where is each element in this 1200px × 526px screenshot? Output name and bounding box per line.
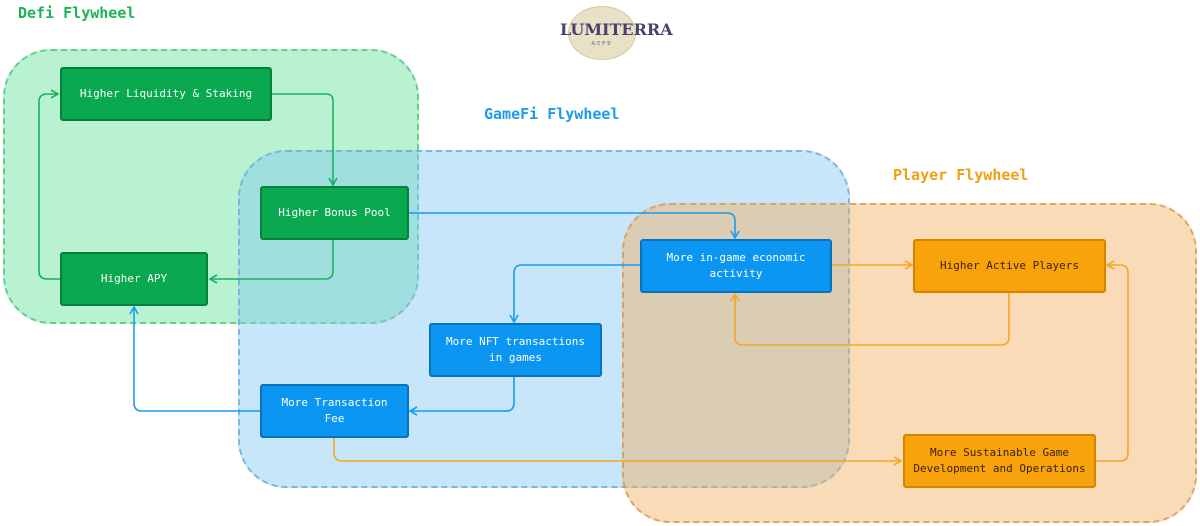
- gamefi-flywheel-title: GameFi Flywheel: [484, 105, 620, 123]
- edge-bonus-pool-to-apy: [208, 240, 334, 284]
- node-more-nft-transactions: More NFT transactions in games: [429, 323, 602, 377]
- edge-apy-to-liquidity: [38, 89, 60, 280]
- node-more-transaction-fee: More Transaction Fee: [260, 384, 409, 438]
- node-higher-liquidity-staking: Higher Liquidity & Staking: [60, 67, 272, 121]
- edge-economic-activity-to-nft: [509, 264, 640, 324]
- node-more-sustainable-game-development: More Sustainable Game Development and Op…: [903, 434, 1096, 488]
- edge-sustainable-dev-to-active-players: [1096, 260, 1129, 462]
- logo-subtext: ルミテラ: [590, 41, 611, 47]
- edge-transaction-fee-to-apy: [129, 305, 260, 412]
- edge-liquidity-to-bonus-pool: [272, 93, 338, 187]
- player-flywheel-title: Player Flywheel: [893, 166, 1029, 184]
- edge-nft-to-transaction-fee: [408, 377, 515, 416]
- edge-active-players-to-economic-activity: [730, 292, 1010, 346]
- node-higher-active-players: Higher Active Players: [913, 239, 1106, 293]
- node-higher-apy: Higher APY: [60, 252, 208, 306]
- node-more-in-game-economic-activity: More in-game economic activity: [640, 239, 832, 293]
- edge-transaction-fee-to-sustainable-dev: [333, 438, 903, 466]
- edge-bonus-pool-to-economic-activity: [409, 212, 740, 240]
- logo-badge: [568, 6, 636, 60]
- node-higher-bonus-pool: Higher Bonus Pool: [260, 186, 409, 240]
- defi-flywheel-title: Defi Flywheel: [18, 4, 136, 22]
